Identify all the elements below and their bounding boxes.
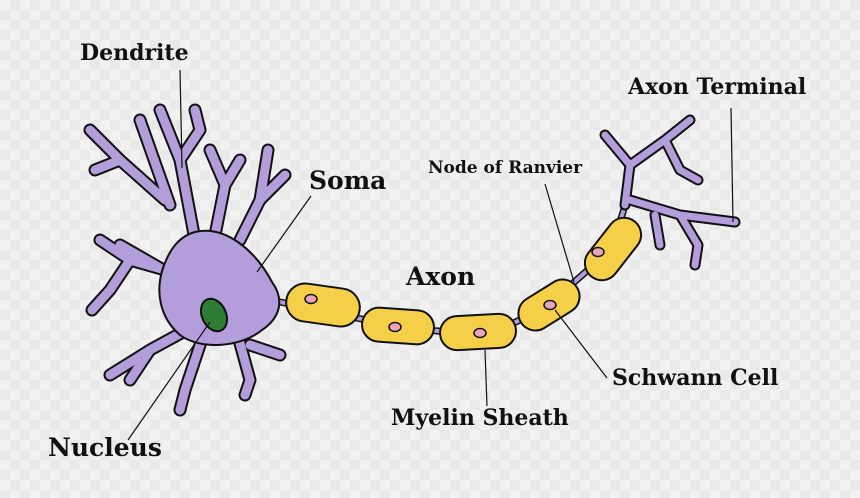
label-node-of-ranvier: Node of Ranvier xyxy=(428,158,583,178)
leader-lines xyxy=(127,69,734,441)
schwann-cell-nuclei xyxy=(304,246,605,339)
soma-body xyxy=(158,229,281,346)
label-axon: Axon xyxy=(406,262,476,291)
label-soma: Soma xyxy=(309,166,387,195)
nucleus xyxy=(199,297,229,333)
label-schwann-cell: Schwann Cell xyxy=(612,365,779,391)
label-nucleus: Nucleus xyxy=(48,433,162,462)
dendrites xyxy=(83,103,292,417)
axon-terminal-branches xyxy=(599,114,741,271)
label-myelin-sheath: Myelin Sheath xyxy=(391,405,569,431)
label-axon-terminal: Axon Terminal xyxy=(628,74,807,100)
label-dendrite: Dendrite xyxy=(80,40,189,66)
